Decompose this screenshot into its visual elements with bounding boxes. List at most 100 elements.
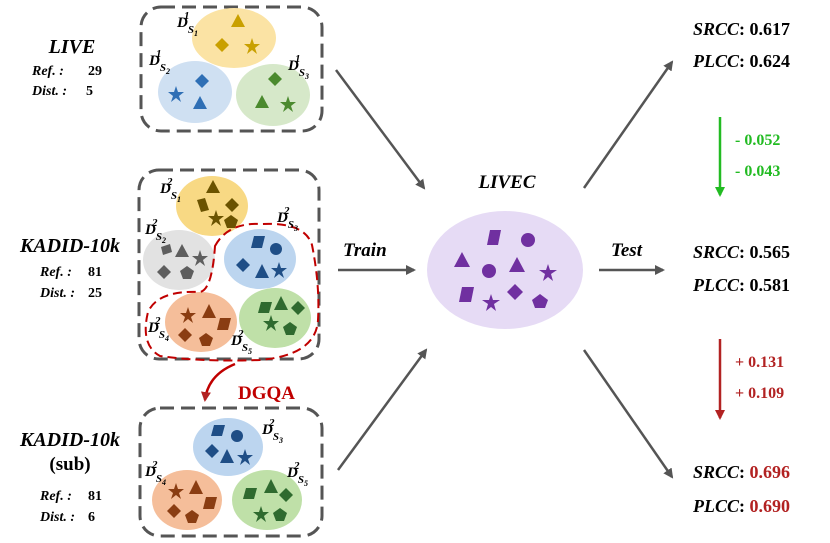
svg-text:DS12: DS12 (159, 176, 181, 204)
kadid-sub-subset-4-shapes (167, 480, 217, 523)
delta-srcc-2: + 0.131 (735, 354, 784, 371)
diamond-icon (507, 284, 523, 300)
kadid-subset-1-shapes (197, 180, 239, 228)
circle-icon (482, 264, 496, 278)
pentagon-icon (185, 510, 199, 523)
dist-value: 5 (86, 84, 93, 99)
kadid-sub-subset-3-label: DS32 (261, 417, 283, 445)
plcc-value: 0.624 (750, 51, 791, 71)
dataset-kadid-sub-label: KADID-10k (sub) Ref. : 81 Dist. : 6 (19, 429, 120, 525)
live-subset-1-label: DS11 (176, 10, 198, 38)
svg-text:DS21: DS21 (148, 48, 170, 76)
kadid-sub-subset-3-ellipse (193, 418, 263, 476)
kadid-subset-1-label: DS12 (159, 176, 181, 204)
parallelogram-icon (487, 230, 501, 245)
kadid-sub-subset-5-shapes (243, 479, 293, 522)
dist-label: Dist. : (39, 286, 75, 301)
plcc-label: PLCC (692, 51, 740, 71)
parallelogram-icon (243, 488, 257, 499)
live-subset-2-label: DS21 (148, 48, 170, 76)
livec-title: LIVEC (477, 172, 535, 193)
triangle-icon (202, 304, 216, 318)
pentagon-icon (199, 333, 213, 346)
kadid-subset-2-ellipse (143, 230, 215, 290)
triangle-icon (175, 244, 189, 257)
star-icon (244, 38, 260, 54)
ref-value: 29 (88, 64, 102, 79)
svg-text:DS32: DS32 (261, 417, 283, 445)
livec-shapes (454, 230, 557, 311)
dataset-kadid-label: KADID-10k Ref. : 81 Dist. : 25 (19, 235, 120, 301)
dgqa-arrow (200, 362, 236, 402)
svg-text:DS52: DS52 (230, 328, 252, 356)
triangle-icon (193, 96, 207, 109)
kadid-dataset-box (137, 168, 321, 361)
kadid-subset-5-label: DS52 (230, 328, 252, 356)
live-subset-2-ellipse (158, 61, 232, 123)
parallelogram-icon (258, 302, 272, 313)
plcc-label: PLCC (692, 496, 740, 516)
live-subset-3-label: DS31 (287, 53, 309, 81)
svg-text:SRCC: 0.617: SRCC: 0.617 (693, 19, 790, 39)
diamond-icon (268, 72, 282, 86)
diamond-icon (195, 74, 209, 88)
star-icon (263, 315, 279, 331)
star-icon (208, 210, 224, 226)
diamond-icon (225, 198, 239, 212)
result-1: SRCC: 0.617 PLCC: 0.624 (692, 19, 790, 71)
parallelogram-icon (211, 425, 225, 436)
triangle-icon (264, 479, 278, 493)
train-label: Train (343, 240, 387, 261)
star-icon (192, 250, 208, 266)
kadid-sub-dataset-box (138, 406, 324, 538)
kadid-subset-3-shapes (236, 236, 287, 278)
star-icon (168, 483, 184, 499)
triangle-icon (454, 252, 470, 267)
dataset-name: LIVE (48, 36, 96, 58)
pentagon-icon (273, 508, 287, 521)
star-icon (180, 307, 196, 323)
diamond-icon (279, 488, 293, 502)
circle-icon (231, 430, 243, 442)
srcc-value: 0.617 (750, 19, 791, 39)
delta-srcc-1: - 0.052 (735, 132, 780, 149)
circle-icon (521, 233, 535, 247)
ref-label: Ref. : (31, 64, 64, 79)
parallelogram-icon (251, 236, 265, 248)
svg-text:PLCC: 0.690: PLCC: 0.690 (692, 496, 790, 516)
kadid-sub-subset-3-shapes (205, 425, 253, 465)
star-icon (253, 506, 269, 522)
dataset-live-label: LIVE Ref. : 29 Dist. : 5 (31, 36, 102, 99)
dist-value: 6 (88, 510, 95, 525)
parallelogram-icon (217, 318, 231, 330)
star-icon (237, 449, 253, 465)
srcc-value: 0.565 (750, 242, 791, 262)
svg-text:PLCC: 0.624: PLCC: 0.624 (692, 51, 790, 71)
svg-text:DS42: DS42 (147, 315, 169, 343)
dist-value: 25 (88, 286, 102, 301)
svg-text:SRCC: 0.565: SRCC: 0.565 (693, 242, 790, 262)
star-icon (539, 264, 557, 281)
pentagon-icon (283, 322, 297, 335)
dist-label: Dist. : (31, 84, 67, 99)
dist-label: Dist. : (39, 510, 75, 525)
srcc-label: SRCC (693, 462, 740, 482)
triangle-icon (220, 449, 234, 463)
triangle-icon (255, 264, 269, 278)
star-icon (271, 262, 287, 278)
dataset-name: KADID-10k (19, 235, 120, 257)
svg-text:DS31: DS31 (287, 53, 309, 81)
srcc-value: 0.696 (750, 462, 791, 482)
diamond-icon (215, 38, 229, 52)
live-subset-3-shapes (255, 72, 296, 112)
svg-text:DS22: DS22 (144, 217, 166, 245)
arrow-kadid-sub-to-livec (336, 348, 428, 471)
kadid-subset-5-shapes (258, 296, 305, 335)
kadid-subset-4-shapes (178, 304, 231, 346)
plcc-value: 0.581 (750, 275, 791, 295)
arrow-to-result-1 (582, 60, 674, 189)
triangle-icon (206, 180, 220, 193)
pentagon-icon (224, 215, 238, 228)
svg-text:DS32: DS32 (276, 205, 298, 233)
